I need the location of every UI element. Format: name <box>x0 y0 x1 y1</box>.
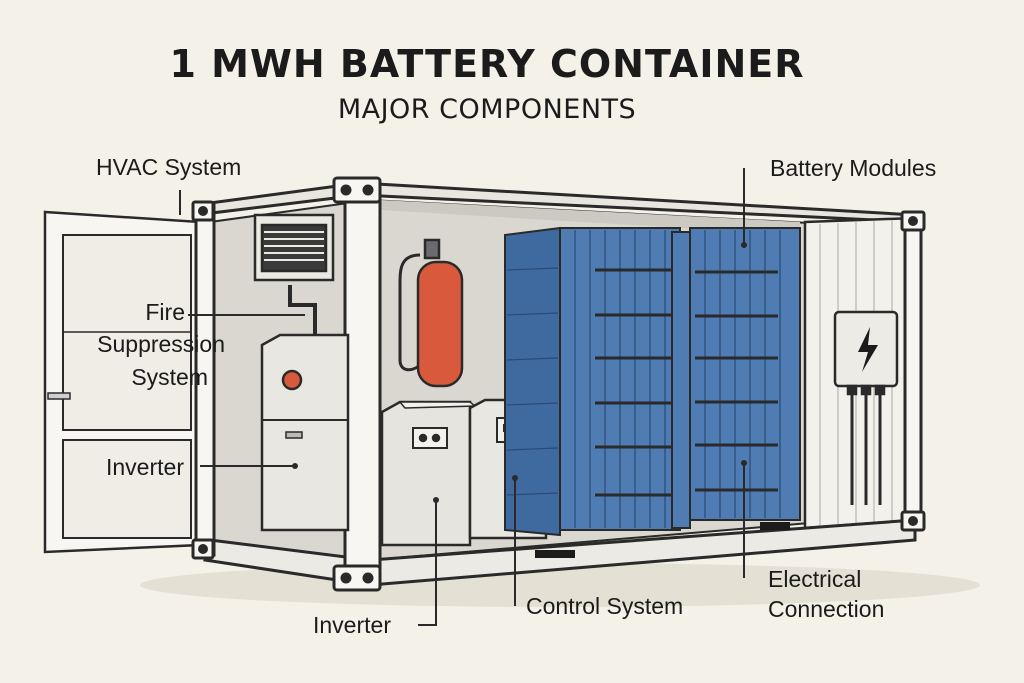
label-fire-line3: System <box>131 364 208 390</box>
battery-racks <box>504 226 801 537</box>
label-hvac: HVAC System <box>96 154 242 180</box>
page-subtitle: MAJOR COMPONENTS <box>337 94 637 125</box>
dot-inverter-left <box>292 463 298 469</box>
lightning-bolt-icon <box>858 327 878 372</box>
inverter-cabinet-left <box>260 333 350 532</box>
leader-dots <box>292 242 747 503</box>
inverter-cabinet <box>380 400 478 547</box>
piping <box>288 285 317 340</box>
label-control-system: Control System <box>526 593 684 619</box>
container-door <box>43 210 202 554</box>
label-inverter-left: Inverter <box>106 454 184 480</box>
leader-inverter-bottom <box>418 500 437 626</box>
label-fire-line1: Fire <box>145 299 185 325</box>
dot-electrical <box>741 460 747 466</box>
label-fire-line2: Suppression <box>97 331 225 357</box>
label-electrical-line1: Electrical <box>768 566 862 592</box>
dot-inverter-bottom <box>433 497 439 503</box>
hvac-unit <box>253 213 335 282</box>
label-electrical-line2: Connection <box>768 596 885 622</box>
page-title: 1 MWH BATTERY CONTAINER <box>169 42 805 86</box>
dot-battery <box>741 242 747 248</box>
label-inverter-bottom: Inverter <box>313 612 391 638</box>
electrical-box <box>833 310 899 505</box>
leader-lines <box>179 168 745 626</box>
fire-extinguisher <box>398 238 464 388</box>
dot-control <box>512 475 518 481</box>
label-battery-modules: Battery Modules <box>770 155 937 181</box>
